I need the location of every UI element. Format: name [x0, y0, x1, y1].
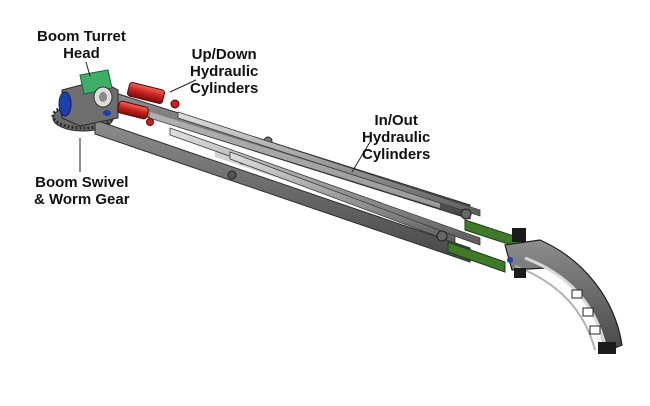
boom-tip-assembly	[504, 228, 623, 354]
label-in-out-cylinders: In/Out Hydraulic Cylinders	[362, 112, 431, 163]
turret-head	[58, 69, 119, 127]
leader-lines	[79, 61, 371, 173]
inout-leader	[351, 141, 371, 173]
turret-leader	[85, 61, 91, 77]
updown-leader	[169, 79, 197, 93]
in-out-cylinder-rods	[169, 111, 481, 246]
label-up-down-cylinders: Up/Down Hydraulic Cylinders	[190, 46, 259, 97]
up-down-cylinders-red	[117, 81, 180, 126]
label-boom-turret-head: Boom Turret Head	[37, 28, 126, 62]
label-boom-swivel-worm-gear: Boom Swivel & Worm Gear	[34, 174, 130, 208]
in-out-cylinders-green	[436, 208, 521, 273]
